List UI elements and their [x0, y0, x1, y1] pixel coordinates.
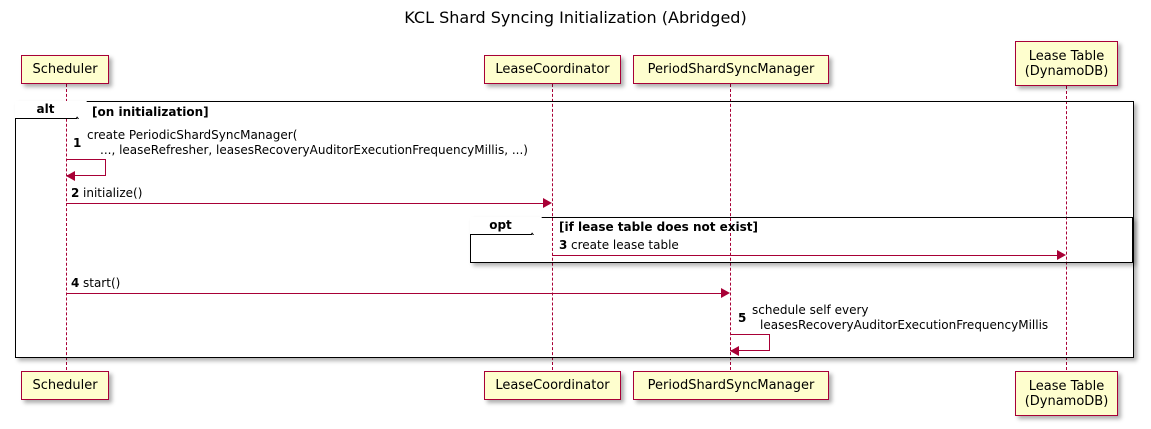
fragment-opt-guard: [if lease table does not exist] [559, 220, 759, 234]
lifeline-period-shard-sync-manager [730, 84, 731, 370]
participant-period-shard-sync-manager-bottom[interactable]: PeriodShardSyncManager [633, 371, 829, 400]
message-4-arrowhead [721, 288, 730, 298]
participant-lease-coordinator-top[interactable]: LeaseCoordinator [484, 55, 621, 84]
message-5-sequence-number: 5 [738, 311, 747, 325]
fragment-alt-corner-icon [77, 101, 90, 119]
fragment-opt [470, 217, 1133, 263]
message-2-label: initialize() [83, 186, 143, 200]
participant-lease-coordinator-bottom[interactable]: LeaseCoordinator [484, 371, 621, 400]
message-1-self-loop [66, 159, 106, 176]
message-1-sequence-number: 1 [73, 136, 82, 150]
message-4-line [66, 293, 722, 294]
message-5-line1: schedule self every [752, 303, 869, 317]
message-5-arrowhead [730, 346, 739, 356]
lifeline-lease-table [1066, 86, 1067, 370]
message-3-arrowhead [1057, 250, 1066, 260]
participant-scheduler-bottom[interactable]: Scheduler [21, 371, 109, 400]
message-1-arrowhead [66, 171, 75, 181]
message-2-arrowhead [543, 198, 552, 208]
message-3-line [552, 255, 1058, 256]
lifeline-scheduler [66, 84, 67, 370]
message-5-line2: leasesRecoveryAuditorExecutionFrequencyM… [760, 318, 1049, 332]
participant-lease-table-bottom[interactable]: Lease Table (DynamoDB) [1015, 371, 1118, 416]
participant-period-shard-sync-manager-top[interactable]: PeriodShardSyncManager [633, 55, 829, 84]
fragment-alt-operator: alt [15, 101, 87, 119]
fragment-alt-guard: [on initialization] [92, 105, 209, 119]
page-title: KCL Shard Syncing Initialization (Abridg… [404, 8, 747, 27]
fragment-alt [15, 101, 1134, 358]
fragment-opt-operator: opt [470, 217, 542, 235]
message-2-sequence-number: 2 [71, 186, 80, 200]
message-5-self-loop [730, 334, 770, 351]
lifeline-lease-coordinator [552, 84, 553, 370]
participant-lease-table-top[interactable]: Lease Table (DynamoDB) [1015, 41, 1118, 86]
fragment-opt-corner-icon [532, 217, 545, 235]
message-3-sequence-number: 3 [559, 238, 568, 252]
message-3-label: create lease table [571, 238, 679, 252]
participant-scheduler-top[interactable]: Scheduler [21, 55, 109, 84]
message-1-line1: create PeriodicShardSyncManager( [87, 128, 298, 142]
message-1-line2: ..., leaseRefresher, leasesRecoveryAudit… [100, 143, 528, 157]
message-2-line [66, 203, 544, 204]
message-4-sequence-number: 4 [71, 276, 80, 290]
message-4-label: start() [83, 276, 121, 290]
